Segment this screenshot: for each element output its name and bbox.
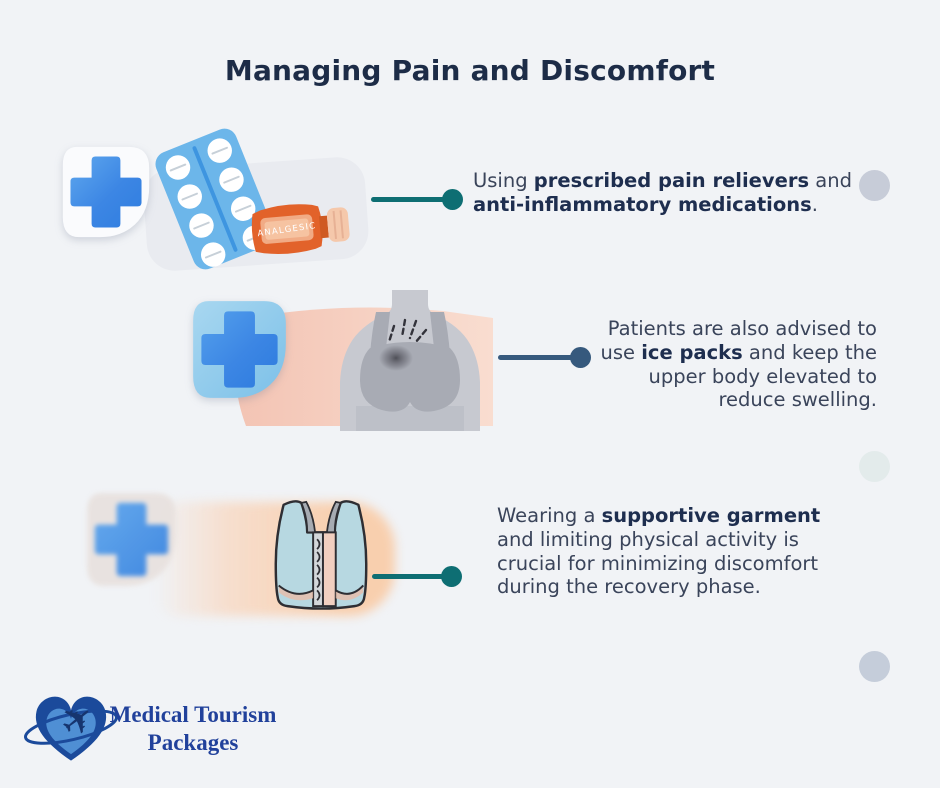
patient-torso-icon (340, 290, 480, 431)
connector-dot (442, 189, 463, 210)
supportive-garment-icon (274, 500, 368, 610)
decor-circle (859, 170, 890, 201)
analgesic-tube-icon: ANALGESIC (251, 204, 350, 254)
section-text-supportive-garment: Wearing a supportive garment and limitin… (497, 504, 821, 599)
heart-plane-logo-icon: ✈ (24, 693, 118, 761)
connector-line (371, 197, 450, 202)
logo-line-1: Medical Tourism (109, 702, 277, 727)
decor-circle (859, 651, 890, 682)
decor-circle (859, 451, 890, 482)
medical-cross-icon (62, 146, 150, 238)
logo-wordmark: Medical Tourism Packages (103, 701, 283, 756)
connector-dot (441, 566, 462, 587)
logo-line-2: Packages (147, 729, 239, 755)
medical-cross-icon (193, 301, 286, 398)
pill-blister-icon (155, 128, 275, 270)
page-title: Managing Pain and Discomfort (224, 54, 716, 87)
connector-line (498, 355, 576, 360)
section-text-pain-relievers: Using prescribed pain relievers and anti… (473, 169, 852, 216)
connector-dot (570, 347, 591, 368)
section-text-ice-packs: Patients are also advised to use ice pac… (600, 317, 878, 412)
connector-line (372, 574, 447, 579)
medical-cross-icon (86, 492, 177, 587)
